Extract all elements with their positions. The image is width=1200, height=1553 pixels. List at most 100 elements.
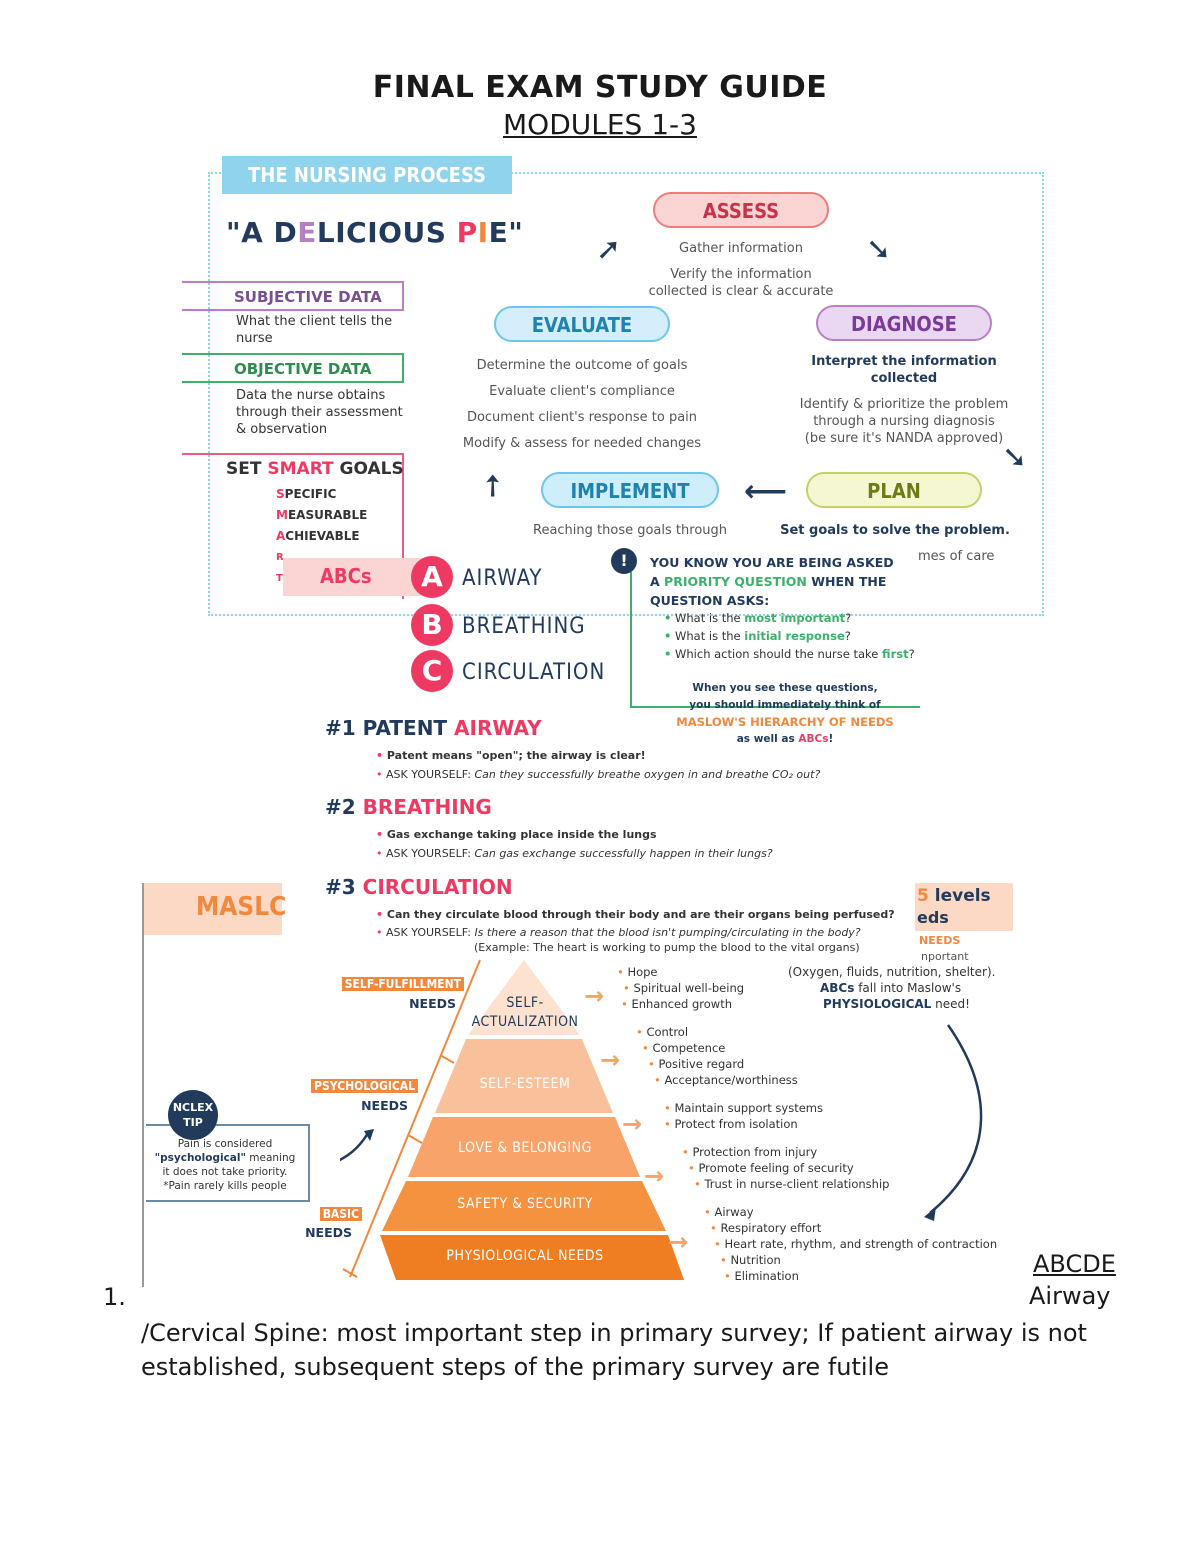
motto-letter: " xyxy=(508,216,524,249)
nursing-process-motto: "A DELICIOUS PIE" xyxy=(226,216,523,249)
plan-head: Set goals to solve the problem. xyxy=(780,523,1010,538)
motto-letter: E xyxy=(297,216,317,249)
priority-head-line: QUESTION ASKS: xyxy=(650,593,770,608)
document-subtitle: MODULES 1-3 xyxy=(503,108,697,141)
body-paragraph: /Cervical Spine: most important step in … xyxy=(141,1319,1087,1381)
maslow-bullet-text: Acceptance/worthiness xyxy=(664,1073,798,1087)
detail-ask-text: Is there a reason that the blood isn't p… xyxy=(474,926,861,939)
maslow-bullet: • Heart rate, rhythm, and strength of co… xyxy=(714,1237,998,1251)
maslow-bullet-text: Hope xyxy=(627,965,658,979)
motto-letter: E xyxy=(488,216,509,249)
motto-letter: P xyxy=(456,216,478,249)
love-bullets: • Maintain support systems • Protect fro… xyxy=(664,1100,823,1132)
diagnose-text: Interpret the information collected Iden… xyxy=(782,353,1026,447)
implement-text: Reaching those goals through xyxy=(533,523,727,538)
pyramid-level-love xyxy=(408,1117,640,1177)
maslow-bullet: • Promote feeling of security xyxy=(688,1161,854,1175)
pyramid-label-self-actualization: SELF- ACTUALIZATION xyxy=(470,994,580,1032)
maslow-phys-bold: PHYSIOLOGICAL xyxy=(823,997,932,1011)
abc-word-circulation: CIRCULATION xyxy=(462,660,606,685)
subjective-data-title: SUBJECTIVE DATA xyxy=(182,281,404,311)
smart-item: R xyxy=(276,552,284,563)
detail-num: #1 xyxy=(325,716,363,740)
detail-num: #2 xyxy=(325,795,363,819)
maslow-levels-number: 5 xyxy=(917,886,929,906)
arrow-right-icon: → xyxy=(622,1110,643,1138)
nclex-line: Pain is considered xyxy=(177,1138,273,1150)
motto-text: "A DELICIOUS PIE" xyxy=(226,216,523,249)
arrow-right-icon: → xyxy=(668,1228,689,1256)
motto-letter: C xyxy=(346,216,368,249)
group-tag: SELF-FULFILLMENT xyxy=(341,977,464,991)
maslow-bullet: • Elimination xyxy=(724,1269,799,1283)
evaluate-pill: EVALUATE xyxy=(494,306,670,342)
subjective-data-text: What the client tells the nurse xyxy=(236,314,393,346)
abc-letter-c: C xyxy=(411,650,453,692)
group-tag: PSYCHOLOGICAL xyxy=(311,1079,418,1093)
motto-letter: D xyxy=(273,216,298,249)
arrow-right-icon: → xyxy=(584,982,605,1010)
pyramid-label-line: SELF- xyxy=(506,995,544,1011)
smart-item: MEASURABLE xyxy=(276,508,367,522)
maslow-bullet-text: Control xyxy=(646,1025,689,1039)
maslow-bullet: • Nutrition xyxy=(720,1253,781,1267)
maslow-bullet: • Enhanced growth xyxy=(621,997,732,1011)
motto-letter: I xyxy=(367,216,379,249)
priority-item-post: ? xyxy=(844,629,851,643)
priority-head-line: YOU KNOW YOU ARE BEING ASKED xyxy=(650,555,894,570)
detail-ask-label: ASK YOURSELF: xyxy=(386,847,475,860)
priority-item-post: ? xyxy=(845,611,852,625)
smart-item: ACHIEVABLE xyxy=(276,529,360,543)
nclex-curve-arrow xyxy=(340,1132,370,1162)
exclamation-icon: ! xyxy=(611,548,637,574)
maslow-bullet-text: Promote feeling of security xyxy=(698,1161,854,1175)
evaluate-line: Modify & assess for needed changes xyxy=(462,436,702,451)
priority-foot-line: you should immediately think of xyxy=(689,699,881,711)
priority-line-horizontal xyxy=(630,706,920,708)
priority-item-pre: What is the xyxy=(675,629,745,643)
smart-letter: A xyxy=(276,529,286,543)
detail-num: #3 xyxy=(325,875,363,899)
self-fulfillment-needs: NEEDS xyxy=(409,996,456,1011)
priority-item-pre: Which action should the nurse take xyxy=(675,647,883,661)
nclex-tip-badge: NCLEX TIP xyxy=(168,1090,218,1140)
priority-head-post: WHEN THE xyxy=(806,574,887,589)
maslow-needs-heading: eds xyxy=(917,908,949,927)
abcde-heading: ABCDE xyxy=(1033,1250,1116,1278)
nclex-rest: meaning xyxy=(245,1152,296,1164)
assess-line: Verify the information xyxy=(670,267,812,282)
pyramid-label-line: ACTUALIZATION xyxy=(471,1014,579,1030)
maslow-bullet: • Protection from injury xyxy=(682,1145,818,1159)
smart-word: PECIFIC xyxy=(284,487,337,501)
abc-word-breathing: BREATHING xyxy=(462,614,586,639)
nclex-bold: "psychological" xyxy=(154,1152,246,1164)
nclex-line: it does not take priority. xyxy=(162,1166,288,1178)
maslow-bullet-text: Heart rate, rhythm, and strength of cont… xyxy=(724,1237,998,1251)
diagnose-pill: DIAGNOSE xyxy=(816,305,992,341)
plan-pill: PLAN xyxy=(806,472,982,508)
assess-line: collected is clear & accurate xyxy=(648,284,834,299)
motto-letter: U xyxy=(402,216,426,249)
priority-foot-maslow: MASLOW'S HIERARCHY OF NEEDS xyxy=(676,715,894,729)
maslow-bullet: • Trust in nurse-client relationship xyxy=(694,1177,890,1191)
evaluate-line: Evaluate client's compliance xyxy=(489,384,675,399)
self-fulfillment-group: SELF-FULFILLMENT xyxy=(322,976,464,991)
evaluate-line: Document client's response to pain xyxy=(466,410,698,425)
plan-line: mes of care xyxy=(918,549,995,564)
abc-letter-a: A xyxy=(411,556,453,598)
detail-highlight: CIRCULATION xyxy=(362,875,513,899)
psychological-group: PSYCHOLOGICAL xyxy=(290,1078,418,1093)
maslow-label: MASLC xyxy=(196,892,287,922)
priority-foot-highlight: ABCs xyxy=(798,733,829,745)
circulation-example: (Example: The heart is working to pump t… xyxy=(474,941,860,954)
objective-data-title: OBJECTIVE DATA xyxy=(182,353,404,383)
priority-item-highlight: first xyxy=(882,647,909,661)
motto-letter: I xyxy=(335,216,347,249)
basic-group: BASIC xyxy=(300,1206,362,1221)
arrow-left-icon: ⟵ xyxy=(744,474,788,509)
detail-bullet-text: Can they circulate blood through their b… xyxy=(386,908,895,921)
evaluate-text: Determine the outcome of goals Evaluate … xyxy=(456,353,708,457)
motto-letter xyxy=(446,216,456,249)
priority-head-pre: A xyxy=(650,574,665,589)
maslow-bullet: • Maintain support systems xyxy=(664,1101,823,1115)
